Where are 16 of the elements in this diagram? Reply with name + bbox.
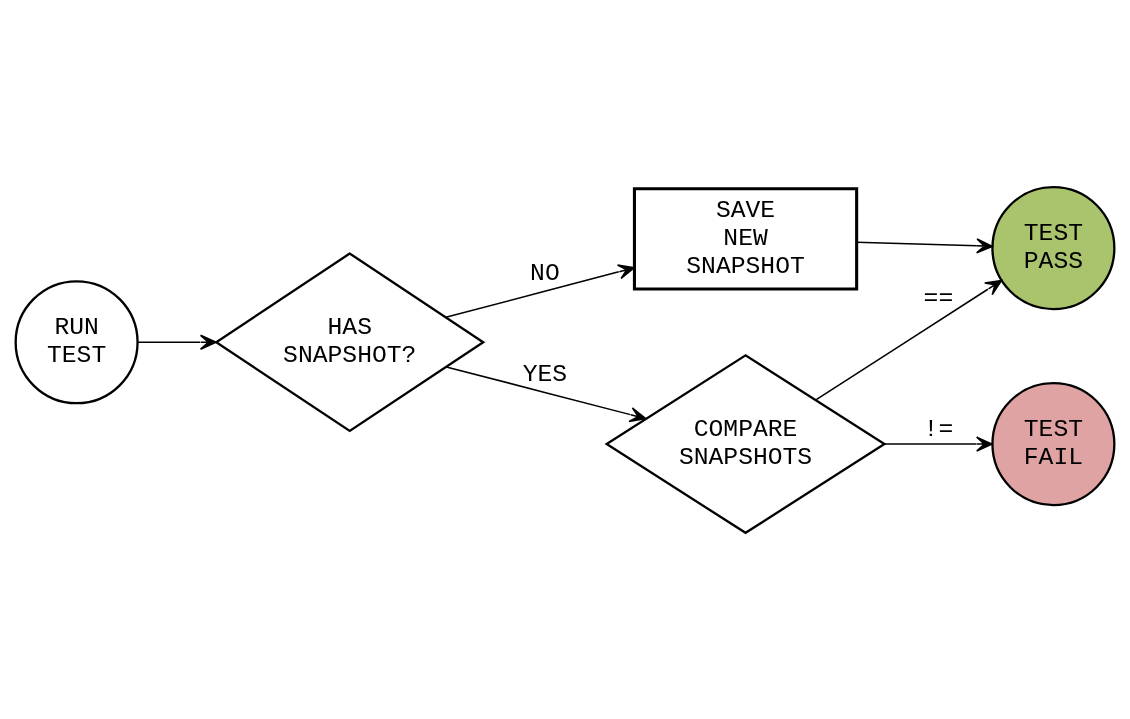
arrow — [137, 334, 217, 350]
node-circle: RUN TEST — [14, 279, 139, 404]
node-circle: TEST FAIL — [991, 381, 1116, 506]
arrow — [855, 237, 994, 254]
node-diamond: HAS SNAPSHOT? — [214, 251, 486, 432]
edge-label: != — [923, 414, 954, 443]
arrow — [445, 263, 635, 318]
node-box: SAVE NEW SNAPSHOT — [632, 186, 859, 291]
edge-label: NO — [530, 258, 560, 287]
node-diamond: COMPARE SNAPSHOTS — [604, 353, 887, 534]
arrow — [884, 435, 993, 452]
node-circle: TEST PASS — [991, 185, 1116, 310]
edge-label: YES — [522, 359, 568, 388]
arrow — [445, 365, 647, 422]
edge-label: == — [923, 283, 954, 312]
arrow — [815, 279, 1003, 400]
